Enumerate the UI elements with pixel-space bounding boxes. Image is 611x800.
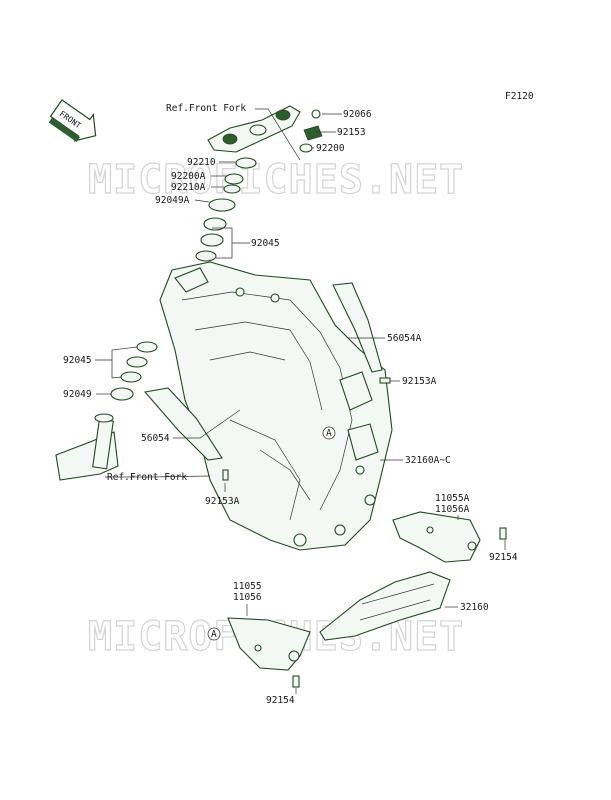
label-92154-right: 92154 [489, 552, 518, 563]
label-56054: 56054 [141, 433, 170, 444]
callout-a-bracket: A [207, 627, 221, 641]
label-11056: 11056 [233, 592, 262, 603]
bearing-stack-upper [195, 157, 257, 262]
callout-a-frame: A [322, 426, 336, 440]
bearing-stack-lower [110, 341, 158, 401]
label-92045-top: 92045 [251, 238, 280, 249]
bolt-92154-right-icon [499, 527, 507, 540]
bolt-92153A-left-icon [222, 469, 229, 481]
label-92200: 92200 [316, 143, 345, 154]
label-92210: 92210 [187, 157, 216, 168]
label-11055: 11055 [233, 581, 262, 592]
label-92066: 92066 [343, 109, 372, 120]
label-92153: 92153 [337, 127, 366, 138]
label-11056A: 11056A [435, 504, 470, 515]
front-arrow-icon: FRONT [48, 99, 97, 142]
bracket-right [392, 511, 481, 563]
bolt-92154-bottom-icon [292, 675, 300, 688]
label-92154-bottom: 92154 [266, 695, 295, 706]
label-92049A: 92049A [155, 195, 190, 206]
rear-frame [319, 571, 451, 641]
label-92049: 92049 [63, 389, 92, 400]
cap-nut-group [299, 109, 323, 153]
frame-cover-left [143, 387, 223, 461]
label-32160: 32160 [460, 602, 489, 613]
main-frame [159, 261, 393, 551]
label-92210A: 92210A [171, 182, 206, 193]
label-ref-front-fork-top: Ref.Front Fork [166, 103, 246, 114]
upper-triple-clamp [207, 105, 301, 153]
label-32160AC: 32160A~C [405, 455, 451, 466]
label-ref-front-fork-bottom: Ref.Front Fork [107, 472, 187, 483]
svg-text:A: A [211, 629, 217, 640]
bolt-92153A-right-icon [379, 377, 391, 384]
label-11055A: 11055A [435, 493, 470, 504]
figure-code: F2120 [505, 91, 534, 102]
leader-lines [95, 108, 506, 694]
watermark-top: MICROFICHES.NET [88, 157, 464, 203]
frame-cover-right [332, 282, 383, 373]
label-56054A: 56054A [387, 333, 422, 344]
label-92200A: 92200A [171, 171, 206, 182]
label-92045-left: 92045 [63, 355, 92, 366]
label-92153A-left: 92153A [205, 496, 240, 507]
lower-triple-clamp [55, 413, 119, 481]
label-92153A-right: 92153A [402, 376, 437, 387]
svg-text:A: A [326, 428, 332, 439]
